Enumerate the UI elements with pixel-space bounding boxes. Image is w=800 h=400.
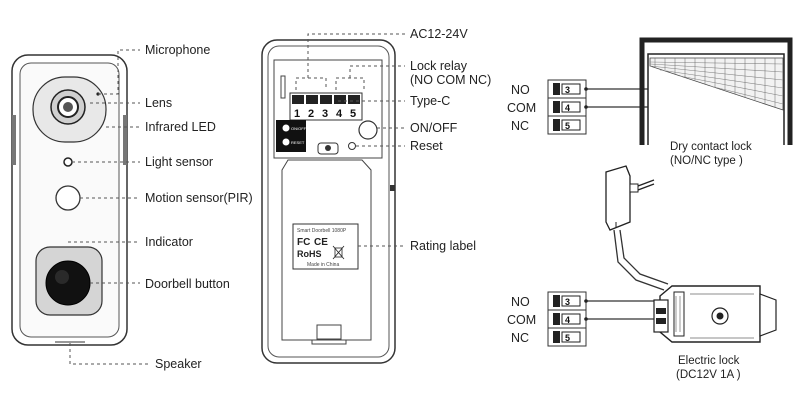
- terminal-number: 4: [565, 103, 570, 113]
- terminal-number: 4: [336, 108, 343, 120]
- wiring-top-com: COM: [507, 101, 536, 115]
- wall-mount-tab: [311, 324, 347, 345]
- doorbell-front: [11, 54, 128, 346]
- back-leaders: [307, 33, 405, 247]
- weee-bin-icon: [332, 245, 345, 260]
- wiring-bottom-no: NO: [511, 295, 530, 309]
- label-lock-relay-pins: (NO COM NC): [410, 73, 491, 87]
- wiring-bottom-com: COM: [507, 313, 536, 327]
- terminal-screw: [292, 95, 360, 104]
- reset-button: [348, 142, 356, 150]
- wiring-bottom-nc: NC: [511, 331, 529, 345]
- back-labels: AC12-24V Lock relay (NO COM NC) Type-C O…: [410, 27, 491, 253]
- label-doorbell-button: Doorbell button: [145, 277, 230, 291]
- label-on-off: ON/OFF: [410, 121, 458, 135]
- ce-mark: CE: [314, 237, 328, 248]
- label-light-sensor: Light sensor: [145, 155, 213, 169]
- terminal-block-top: 3 4 5: [547, 79, 587, 135]
- made-in-text: Made in China: [307, 262, 339, 268]
- light-sensor: [63, 157, 73, 167]
- terminal-number: 2: [308, 108, 314, 120]
- terminal-number: 4: [565, 315, 570, 325]
- rating-plate: Smart Doorbell 1080P FC CE RoHS Made in …: [292, 223, 359, 270]
- terminal-number: 5: [350, 108, 356, 120]
- terminal-number: 5: [565, 121, 570, 131]
- type-c-port: [317, 142, 339, 155]
- fc-mark: FC: [297, 237, 310, 248]
- button-panel: ON/OFF RESET: [276, 120, 307, 152]
- label-rating: Rating label: [410, 239, 476, 253]
- terminal-block: 1 2 3 4 5: [289, 92, 363, 121]
- terminal-number: 3: [565, 85, 570, 95]
- front-labels: Microphone Lens Infrared LED Light senso…: [145, 43, 253, 371]
- label-motion-sensor: Motion sensor(PIR): [145, 191, 253, 205]
- electric-lock-title: Electric lock: [678, 355, 740, 367]
- label-indicator: Indicator: [145, 235, 193, 249]
- front-leaders: [68, 49, 150, 365]
- dry-lock-title: Dry contact lock: [670, 141, 752, 153]
- label-infrared-led: Infrared LED: [145, 120, 216, 134]
- reset-tag: RESET: [291, 140, 305, 145]
- terminal-number: 3: [565, 297, 570, 307]
- terminal-block-bottom: 3 4 5: [547, 291, 587, 347]
- label-lock-relay: Lock relay: [410, 59, 468, 73]
- dry-contact-wiring: NO COM NC 3 4 5: [507, 37, 793, 167]
- electric-lock-icon: [653, 285, 777, 343]
- wiring-top-no: NO: [511, 83, 530, 97]
- lens-housing: [32, 76, 107, 143]
- doorbell-back: 1 2 3 4 5 ON/OFF RESET Smart Doorbell 10…: [261, 39, 396, 364]
- onoff-tag: ON/OFF: [291, 126, 307, 131]
- onoff-button: [358, 120, 378, 140]
- wiring-top-nc: NC: [511, 119, 529, 133]
- terminal-number: 3: [322, 108, 328, 120]
- pir-sensor: [55, 185, 81, 211]
- label-microphone: Microphone: [145, 43, 210, 57]
- rating-title: Smart Doorbell 1080P: [297, 228, 347, 234]
- dry-contact-lock: [639, 37, 793, 145]
- terminal-number: 1: [294, 108, 300, 120]
- terminal-number: 5: [565, 333, 570, 343]
- label-reset: Reset: [410, 139, 443, 153]
- doorbell-button: [45, 260, 91, 306]
- label-type-c: Type-C: [410, 94, 450, 108]
- label-speaker: Speaker: [155, 357, 202, 371]
- dry-lock-type: (NO/NC type ): [670, 155, 743, 167]
- rohs-mark: RoHS: [297, 249, 322, 259]
- electric-lock-wiring: NO COM NC 3 4 5: [507, 165, 777, 381]
- label-lens: Lens: [145, 96, 172, 110]
- label-ac: AC12-24V: [410, 27, 468, 41]
- power-adapter-icon: [605, 165, 655, 231]
- electric-lock-rating: (DC12V 1A ): [676, 369, 741, 381]
